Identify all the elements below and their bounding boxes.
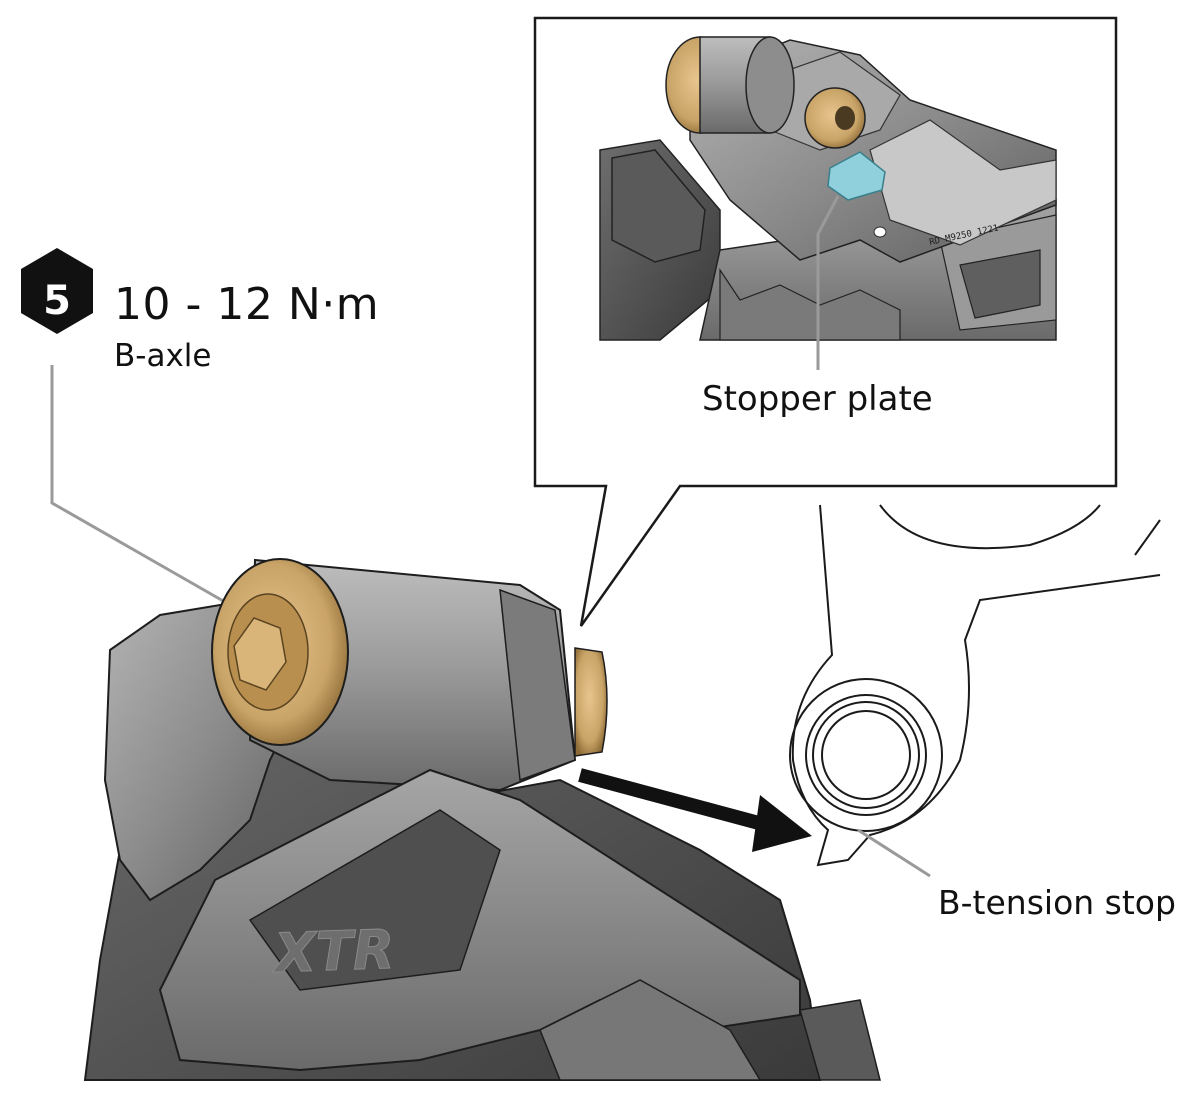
b-axle-label: B-axle — [114, 338, 212, 374]
hex-socket-icon — [233, 617, 287, 691]
xtr-logo: XTR — [270, 918, 395, 985]
b-tension-leader-line — [857, 828, 931, 878]
stopper-plate-highlight — [827, 151, 886, 201]
stopper-plate-label: Stopper plate — [702, 379, 933, 419]
inset-detail-render: RD M9250 1221 — [599, 36, 1057, 341]
stopper-plate-leader-line — [816, 195, 840, 370]
hexagon-badge-icon — [21, 248, 93, 334]
torque-value-label: 10 - 12 N·m — [114, 279, 380, 330]
b-axle-leader-line — [50, 365, 233, 608]
b-tension-stop-label: B-tension stop — [938, 883, 1176, 922]
torque-badge — [21, 248, 93, 334]
direction-arrow-icon — [578, 768, 812, 852]
derailleur-hanger-drawing — [789, 504, 1161, 867]
derailleur-render: XTR — [83, 558, 881, 1081]
torque-step-number: 5 — [43, 278, 71, 324]
